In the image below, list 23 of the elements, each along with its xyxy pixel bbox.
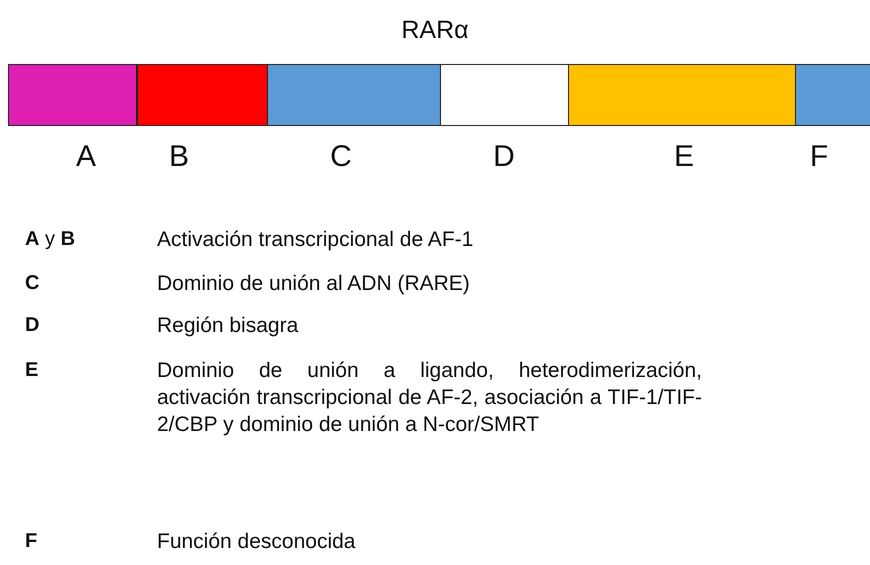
domain-letter: B — [168, 140, 190, 174]
domain-letter: E — [672, 140, 695, 174]
domain-key: C — [25, 270, 40, 296]
domain-letter: F — [808, 140, 830, 174]
domain-key: E — [25, 357, 38, 383]
domain-letter: C — [329, 140, 353, 174]
domain-description: Dominio de unión al ADN (RARE) — [157, 271, 471, 297]
domain-letter: A — [74, 140, 97, 174]
domain-segment — [137, 64, 268, 126]
domain-segment — [568, 64, 796, 126]
domain-description: Activación transcripcional de AF-1 — [157, 227, 474, 253]
domain-key: D — [25, 312, 40, 338]
domain-segment — [267, 64, 442, 126]
domain-segment — [8, 64, 137, 126]
domain-key: F — [25, 528, 38, 554]
domain-segment — [795, 64, 870, 126]
domain-description: Dominio de unión a ligando, heterodimerización, activación transcripcional de AF-2, asociación a TIF-1/TIF-2/CBP y dominio de unión a N-cor/SMRT — [157, 358, 702, 438]
domain-description: Función desconocida — [157, 529, 356, 555]
domain-letter: D — [492, 140, 516, 174]
domain-description: Región bisagra — [157, 313, 300, 339]
domain-key: A y B — [25, 226, 76, 252]
title: RARα — [400, 16, 470, 45]
domain-segment — [440, 64, 570, 126]
